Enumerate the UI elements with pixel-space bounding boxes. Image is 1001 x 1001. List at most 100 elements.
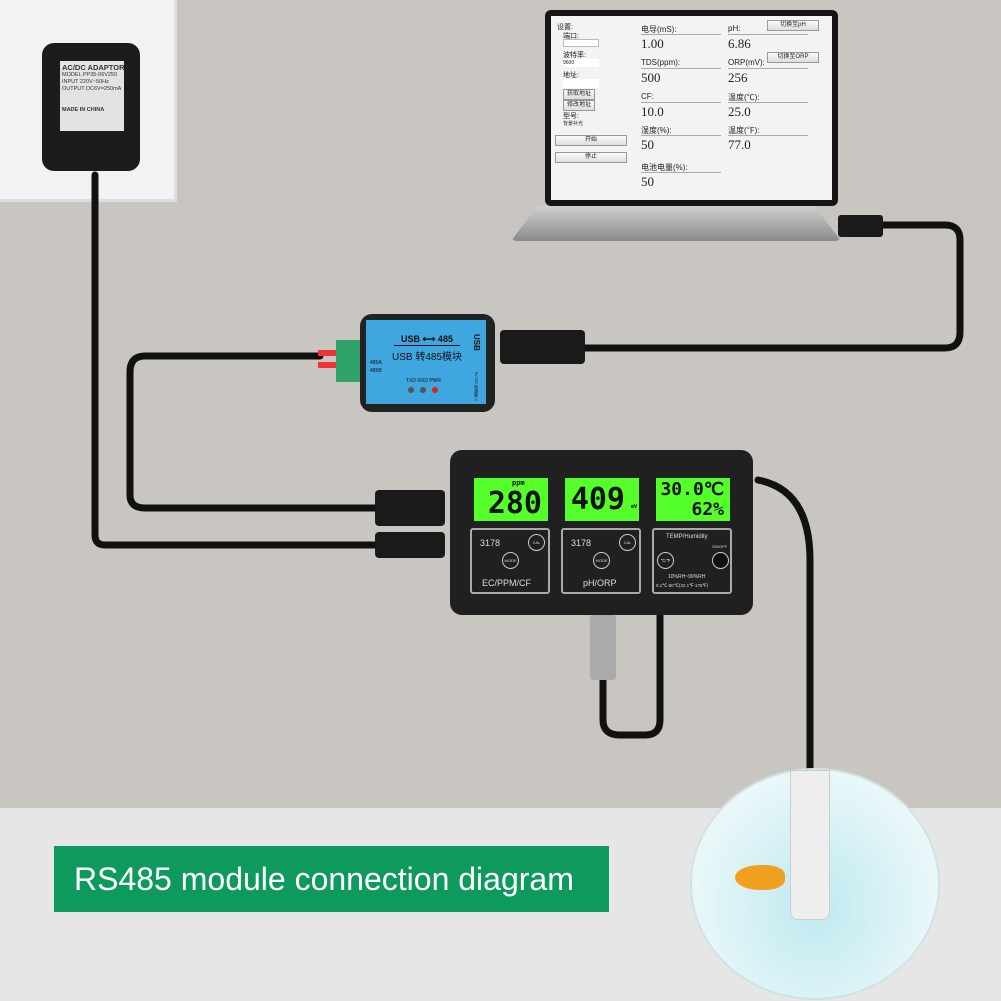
power-button[interactable]	[712, 552, 729, 569]
rs485-plug	[375, 490, 445, 526]
field-humidity: 湿度(%): 50	[641, 125, 721, 153]
probe-cable	[754, 476, 814, 774]
panel-title: TEMP/Humidity	[666, 534, 708, 540]
wire-terminal	[318, 350, 336, 356]
address-label: 地址:	[563, 72, 579, 79]
lcd-unit: mV	[630, 504, 637, 510]
field-value: 77.0	[728, 137, 751, 152]
field-value: 25.0	[728, 104, 751, 119]
field-label: 温度(℃):	[728, 93, 760, 102]
field-label: CF:	[641, 92, 654, 101]
switch-ph-button[interactable]: 切换至pH	[767, 20, 819, 31]
adapter-label: AC/DC ADAPTOR MODEL PP35-06V250 INPUT 22…	[60, 61, 125, 131]
unit-toggle-button[interactable]: ℃/℉	[657, 552, 674, 569]
panel-temp-humidity: TEMP/Humidity ℃/℉ ON/OFF 10%RH~99%RH 0.1…	[652, 528, 732, 594]
power-input-label: 5V DC 电源输入	[474, 372, 479, 401]
power-cable	[91, 171, 384, 549]
mode-label: 型号:	[563, 113, 579, 120]
goldfish	[735, 865, 785, 890]
field-value: 6.86	[728, 36, 751, 51]
field-temp-f: 温度(℉):77.0	[728, 125, 808, 153]
module-line1: USB ⟷ 485	[394, 334, 460, 346]
laptop-screen: 设置: 端口: 波特率: 9600 地址: 获取地址 修改地址 型号: 背景补光…	[545, 10, 838, 206]
field-value: 500	[641, 70, 661, 85]
txd-led	[408, 387, 414, 393]
field-tds: TDS(ppm): 500	[641, 58, 721, 86]
cal-button[interactable]: CAL	[528, 534, 545, 551]
field-label: pH:	[728, 24, 741, 33]
caption-text: RS485 module connection diagram	[74, 861, 574, 897]
usb-485-module: USB ⟷ 485 USB 转485模块 485A 485B TXD RXD P…	[360, 314, 495, 412]
usb-plug	[500, 330, 585, 364]
usb-label: USB	[472, 334, 481, 351]
panel-ec: 3178 CAL MODE EC/PPM/CF	[470, 528, 550, 594]
baud-label: 波特率:	[563, 52, 586, 59]
temp-range: 0.1℃-80℃(32.1℉-176℉)	[656, 583, 709, 588]
pin-b-label: 485B	[370, 368, 382, 374]
set-address-button[interactable]: 修改地址	[563, 100, 595, 111]
field-conductivity: 电导(mS):1.00	[641, 24, 721, 52]
field-value[interactable]: 256	[728, 70, 748, 85]
rxd-led	[420, 387, 426, 393]
field-label: TDS(ppm):	[641, 58, 681, 67]
adapter-origin: MADE IN CHINA	[62, 107, 105, 113]
adapter-output: OUTPUT DC6V=250mA	[62, 86, 122, 92]
address-input[interactable]	[563, 79, 599, 88]
baud-input[interactable]: 9600	[563, 59, 599, 67]
field-orp: ORP(mV):256	[728, 58, 808, 86]
monitor-software-window: 设置: 端口: 波特率: 9600 地址: 获取地址 修改地址 型号: 背景补光…	[551, 16, 832, 200]
mode-button[interactable]: MODE	[502, 552, 519, 569]
bnc-connector	[590, 615, 616, 680]
dc-plug	[375, 532, 445, 558]
model-number: 3178	[571, 538, 592, 548]
sensor-probe	[790, 770, 830, 920]
stop-button[interactable]: 停止	[555, 152, 627, 163]
switch-orp-button[interactable]: 切换至ORP	[767, 52, 819, 63]
lcd-value: 409	[570, 482, 625, 517]
port-select[interactable]	[563, 39, 599, 47]
lcd-value: 280	[487, 486, 542, 521]
mode-select[interactable]: 背景补光	[563, 121, 584, 127]
pin-a-label: 485A	[370, 360, 382, 366]
rs485-cable	[126, 352, 379, 512]
usb-cable	[581, 221, 964, 352]
field-label: 电导(mS):	[641, 25, 677, 34]
module-face: USB ⟷ 485 USB 转485模块 485A 485B TXD RXD P…	[366, 320, 486, 404]
usb-plug-laptop	[838, 215, 883, 237]
field-temp-c: 温度(℃): 25.0	[728, 92, 808, 120]
laptop-keyboard-base	[511, 206, 841, 241]
field-value: 50	[641, 137, 654, 152]
start-button[interactable]: 开始	[555, 135, 627, 146]
onoff-label: ON/OFF	[712, 544, 728, 549]
field-value: 10.0	[641, 104, 664, 119]
settings-label: 设置:	[557, 24, 573, 31]
wire-terminal	[318, 362, 336, 368]
mode-button[interactable]: MODE	[593, 552, 610, 569]
field-label: 湿度(%):	[641, 126, 672, 135]
panel-ph-orp: 3178 CAL MODE pH/ORP	[561, 528, 641, 594]
adapter-input: INPUT 220V~50Hz	[62, 79, 109, 85]
terminal-block	[336, 340, 360, 382]
adapter-title: AC/DC ADAPTOR	[62, 63, 125, 72]
field-battery: 电池电量(%): 50	[641, 162, 721, 190]
lcd-ph-orp: 409 mV	[565, 478, 639, 521]
field-cf: CF: 10.0	[641, 92, 721, 120]
lcd-unit: ppm	[512, 479, 525, 487]
humidity-range: 10%RH~99%RH	[668, 574, 706, 580]
adapter-model: MODEL PP35-06V250	[62, 72, 118, 78]
panel-name: EC/PPM/CF	[482, 578, 532, 588]
port-label: 端口:	[563, 33, 579, 40]
panel-name: pH/ORP	[583, 578, 617, 588]
caption-banner: RS485 module connection diagram	[54, 846, 609, 912]
field-label: 电池电量(%):	[641, 163, 688, 172]
cal-button[interactable]: CAL	[619, 534, 636, 551]
field-value: 50	[641, 174, 654, 189]
field-ph: pH: 6.86	[728, 24, 808, 52]
get-address-button[interactable]: 获取地址	[563, 89, 595, 100]
ac-dc-adapter: AC/DC ADAPTOR MODEL PP35-06V250 INPUT 22…	[42, 43, 140, 171]
model-number: 3178	[480, 538, 501, 548]
lcd-ec: ppm 280	[474, 478, 548, 521]
